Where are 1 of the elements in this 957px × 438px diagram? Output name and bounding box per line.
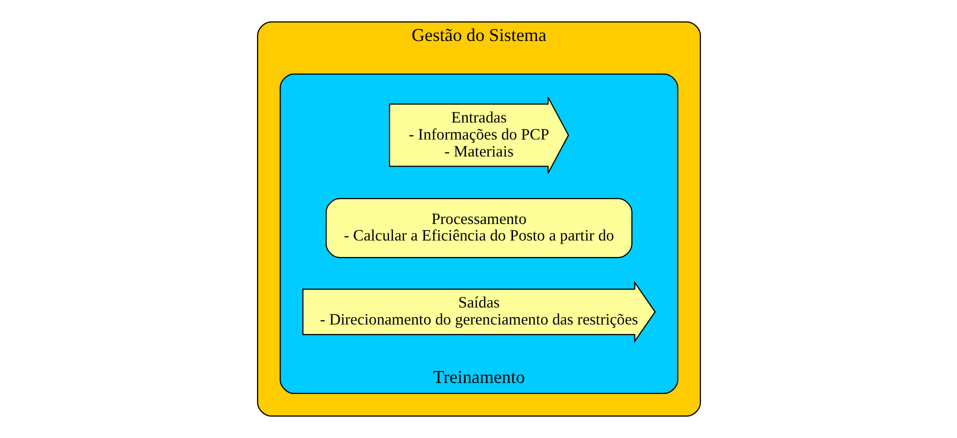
node-box: Processamento - Calcular a Eficiência do Posto a partir do: [325, 198, 632, 258]
